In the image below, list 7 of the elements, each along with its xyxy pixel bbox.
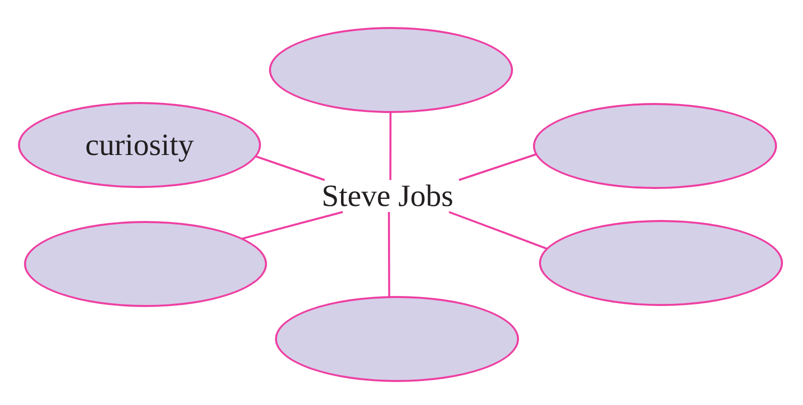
connector-line — [254, 155, 325, 181]
connector-line — [389, 112, 392, 180]
connector-line — [242, 211, 343, 240]
topic-text: Steve Jobs — [316, 180, 459, 212]
bubble-text: curiosity — [85, 128, 194, 162]
connector-line — [388, 212, 390, 298]
connector-line — [448, 211, 548, 250]
